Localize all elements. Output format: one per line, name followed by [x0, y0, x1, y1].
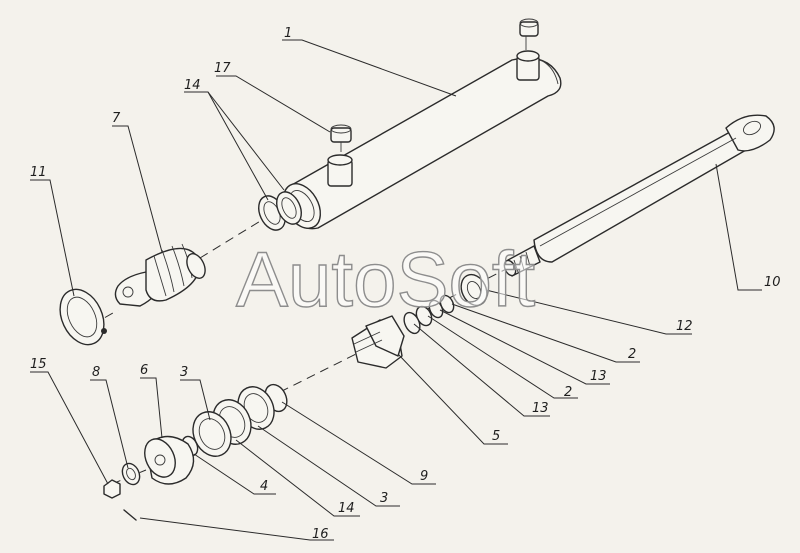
piston-rod	[503, 114, 775, 277]
washer	[121, 462, 141, 486]
piston	[144, 435, 195, 485]
label-6: 6	[140, 363, 148, 378]
label-13-first: 13	[590, 369, 607, 384]
label-3-second: 3	[380, 491, 388, 506]
leader-lines	[30, 39, 762, 541]
nut-and-pin	[103, 479, 137, 521]
label-2-first: 2	[628, 347, 636, 362]
cylinder-body	[282, 18, 562, 230]
gland-nut	[351, 315, 405, 369]
label-15: 15	[30, 357, 47, 372]
label-14-lower: 14	[338, 501, 355, 516]
rod-bushing	[460, 273, 488, 307]
label-11: 11	[30, 165, 47, 180]
label-4: 4	[260, 479, 268, 494]
label-16: 16	[312, 527, 329, 542]
label-8: 8	[92, 365, 100, 380]
label-10: 10	[764, 275, 781, 290]
label-1: 1	[284, 26, 292, 41]
label-9: 9	[420, 469, 428, 484]
label-14-upper: 14	[184, 78, 201, 93]
part-labels: 1 17 14 7 11 10 12 2 13 2 13 5 9 3 14 4 …	[30, 26, 781, 542]
label-5: 5	[492, 429, 500, 444]
label-13-second: 13	[532, 401, 549, 416]
lock-ring	[59, 288, 107, 346]
rod-head	[114, 243, 206, 307]
label-3-first: 3	[180, 365, 188, 380]
label-17: 17	[214, 61, 231, 76]
small-rings	[403, 294, 455, 335]
label-12: 12	[676, 319, 693, 334]
watermark-text: AutoSoft	[236, 235, 536, 323]
label-7: 7	[112, 111, 121, 126]
label-2-second: 2	[564, 385, 572, 400]
seal-rings-upper	[258, 191, 302, 231]
piston-rings	[181, 383, 288, 457]
